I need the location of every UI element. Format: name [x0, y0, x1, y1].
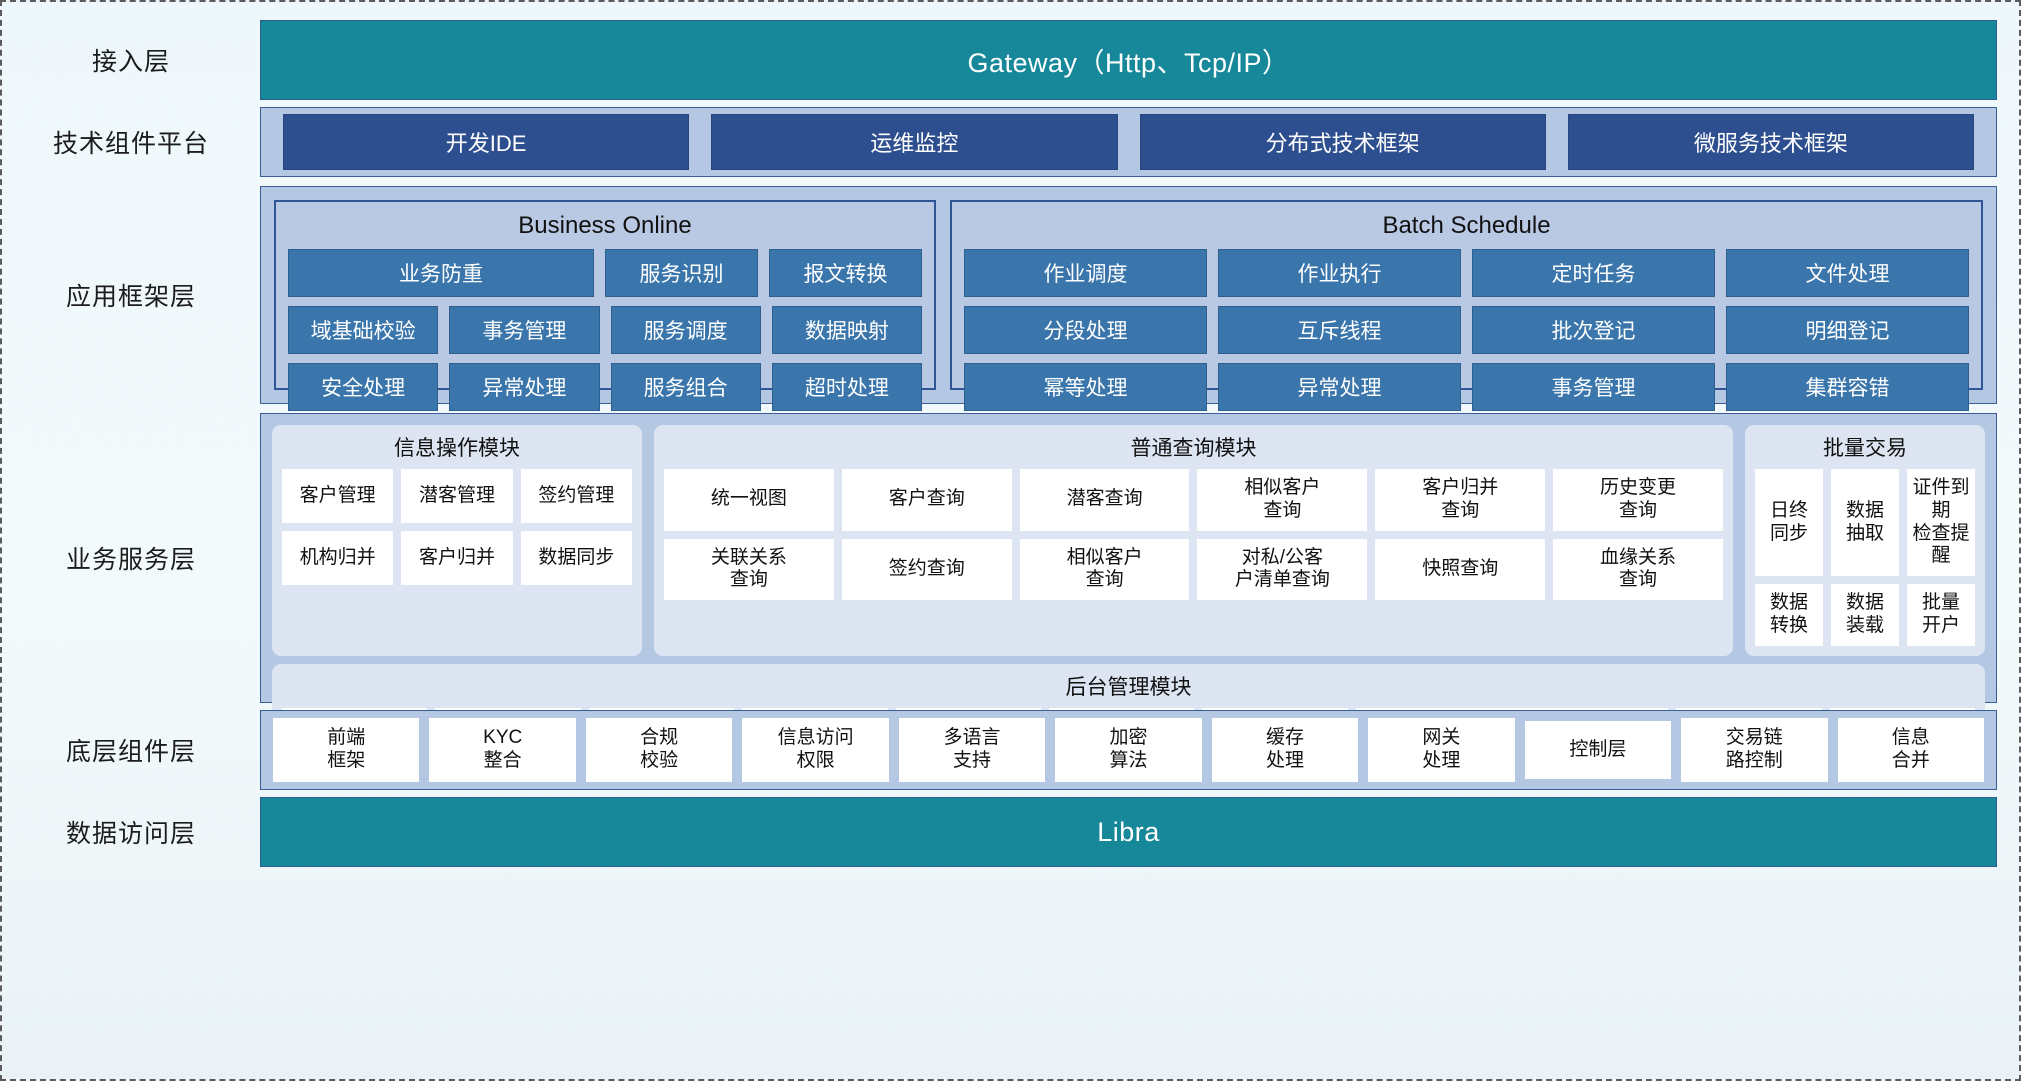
tech-chip-ops[interactable]: 运维监控	[711, 114, 1118, 170]
layer-label-data-access: 数据访问层	[65, 820, 196, 848]
group-title-business-online: Business Online	[518, 212, 692, 239]
group-common-query: 普通查询模块 统一视图 客户查询 潜客查询 相似客户查询 客户归并查询 历史变更…	[654, 425, 1733, 656]
svc-card-batch-account-open[interactable]: 批量开户	[1907, 584, 1975, 646]
svc-card-lineage-query[interactable]: 血缘关系查询	[1553, 538, 1723, 601]
fw-chip-job-execute[interactable]: 作业执行	[1218, 249, 1461, 297]
svc-card-unified-view[interactable]: 统一视图	[664, 469, 834, 531]
group-title-info-operation: 信息操作模块	[394, 437, 520, 460]
comp-card-cache-processing[interactable]: 缓存处理	[1211, 718, 1359, 782]
svc-card-data-load[interactable]: 数据装载	[1831, 584, 1899, 646]
layer-data-access: 数据访问层 Libra	[2, 797, 2019, 867]
fw-chip-detail-register[interactable]: 明细登记	[1726, 306, 1969, 354]
comp-card-compliance-check[interactable]: 合规校验	[585, 718, 733, 782]
fw-chip-cluster-tolerance[interactable]: 集群容错	[1726, 363, 1969, 411]
fw-chip-timed-task[interactable]: 定时任务	[1472, 249, 1715, 297]
layer-label-access: 接入层	[91, 48, 170, 76]
svc-card-customer-query[interactable]: 客户查询	[841, 469, 1012, 531]
fw-chip-exception[interactable]: 异常处理	[449, 363, 600, 411]
fw-chip-service-schedule[interactable]: 服务调度	[610, 306, 761, 354]
svc-card-data-sync[interactable]: 数据同步	[520, 531, 632, 585]
fw-chip-segment-process[interactable]: 分段处理	[964, 306, 1207, 354]
fw-chip-idempotent[interactable]: 幂等处理	[964, 363, 1207, 411]
svc-card-customer-merge[interactable]: 客户归并	[401, 531, 513, 585]
fw-chip-mutex-thread[interactable]: 互斥线程	[1218, 306, 1461, 354]
svc-card-private-public-list-query[interactable]: 对私/公客户清单查询	[1197, 538, 1368, 601]
tech-chip-microservice[interactable]: 微服务技术框架	[1567, 114, 1974, 170]
fw-chip-security[interactable]: 安全处理	[288, 363, 439, 411]
tech-chip-distributed[interactable]: 分布式技术框架	[1139, 114, 1546, 170]
layer-label-tech-platform: 技术组件平台	[52, 130, 209, 158]
group-title-batch-schedule: Batch Schedule	[1382, 212, 1551, 239]
svc-card-org-merge[interactable]: 机构归并	[282, 531, 394, 585]
svc-card-customer-merge-query[interactable]: 客户归并查询	[1375, 469, 1546, 531]
layer-tech-platform: 技术组件平台 开发IDE 运维监控 分布式技术框架 微服务技术框架	[2, 107, 2019, 177]
fw-chip-batch-exception[interactable]: 异常处理	[1218, 363, 1461, 411]
group-title-common-query: 普通查询模块	[1130, 437, 1257, 460]
svc-card-relation-query[interactable]: 关联关系查询	[664, 538, 834, 601]
layer-label-app-framework: 应用框架层	[65, 283, 196, 311]
comp-card-gateway-processing[interactable]: 网关处理	[1368, 718, 1515, 782]
fw-chip-service-identify[interactable]: 服务识别	[605, 249, 758, 297]
comp-card-info-merge[interactable]: 信息合并	[1837, 718, 1984, 782]
comp-card-frontend-framework[interactable]: 前端框架	[273, 718, 420, 782]
svc-card-customer-mgmt[interactable]: 客户管理	[282, 469, 394, 523]
layer-access: 接入层 Gateway（Http、Tcp/IP）	[2, 20, 2019, 100]
layer-label-base-component: 底层组件层	[65, 738, 196, 766]
fw-chip-timeout[interactable]: 超时处理	[771, 363, 922, 411]
layer-business-service: 业务服务层 信息操作模块 客户管理 潜客管理 签约管理	[2, 413, 2019, 780]
comp-card-info-access-permission[interactable]: 信息访问权限	[742, 718, 889, 782]
group-business-online: Business Online 业务防重 服务识别 报文转换 域基础校验 事务管…	[274, 200, 936, 411]
svc-card-prospect-query[interactable]: 潜客查询	[1019, 469, 1190, 531]
fw-chip-batch-register[interactable]: 批次登记	[1472, 306, 1715, 354]
comp-card-multilanguage-support[interactable]: 多语言支持	[898, 718, 1046, 782]
comp-card-control-layer[interactable]: 控制层	[1524, 721, 1672, 779]
fw-chip-transaction-mgmt[interactable]: 事务管理	[449, 306, 600, 354]
libra-bar[interactable]: Libra	[260, 797, 1997, 867]
fw-chip-domain-validate[interactable]: 域基础校验	[288, 306, 439, 354]
svc-card-prospect-mgmt[interactable]: 潜客管理	[401, 469, 513, 523]
layer-app-framework: 应用框架层 Business Online 业务防重 服务识别 报文转换 域基础…	[2, 186, 2019, 411]
svc-card-contract-mgmt[interactable]: 签约管理	[520, 469, 632, 523]
svc-card-similar-customer-query-2[interactable]: 相似客户查询	[1019, 538, 1190, 601]
group-title-admin-module: 后台管理模块	[1065, 675, 1192, 699]
tech-chip-ide[interactable]: 开发IDE	[283, 114, 690, 170]
svc-card-data-transform[interactable]: 数据转换	[1755, 584, 1823, 646]
fw-chip-service-compose[interactable]: 服务组合	[610, 363, 761, 411]
svc-card-similar-customer-query-1[interactable]: 相似客户查询	[1197, 469, 1368, 531]
svc-card-contract-query[interactable]: 签约查询	[841, 538, 1012, 601]
tech-platform-band: 开发IDE 运维监控 分布式技术框架 微服务技术框架	[260, 107, 1997, 177]
svc-card-data-extract[interactable]: 数据抽取	[1831, 469, 1899, 577]
svc-card-snapshot-query[interactable]: 快照查询	[1375, 538, 1546, 601]
app-framework-band: Business Online 业务防重 服务识别 报文转换 域基础校验 事务管…	[260, 186, 1997, 411]
group-info-operation: 信息操作模块 客户管理 潜客管理 签约管理 机构归并 客户归并 数据同步	[272, 425, 642, 656]
group-batch-transaction: 批量交易 日终同步 数据抽取 证件到期检查提醒 数据转换 数据装载 批量开户	[1745, 425, 1985, 656]
layer-label-business-service: 业务服务层	[65, 546, 196, 574]
group-title-batch-transaction: 批量交易	[1823, 437, 1907, 460]
gateway-bar[interactable]: Gateway（Http、Tcp/IP）	[260, 20, 1997, 100]
comp-card-encryption-algorithm[interactable]: 加密算法	[1055, 718, 1202, 782]
comp-card-transaction-chain-control[interactable]: 交易链路控制	[1681, 718, 1828, 782]
svc-card-history-change-query[interactable]: 历史变更查询	[1553, 469, 1723, 531]
fw-chip-batch-transaction[interactable]: 事务管理	[1472, 363, 1715, 411]
fw-chip-anti-duplicate[interactable]: 业务防重	[288, 249, 594, 297]
svc-card-cert-expiry-reminder[interactable]: 证件到期检查提醒	[1907, 469, 1975, 577]
fw-chip-file-process[interactable]: 文件处理	[1726, 249, 1969, 297]
group-batch-schedule: Batch Schedule 作业调度 作业执行 定时任务 文件处理 分段处理 …	[950, 200, 1983, 411]
fw-chip-message-convert[interactable]: 报文转换	[769, 249, 922, 297]
svc-card-eod-sync[interactable]: 日终同步	[1755, 469, 1823, 577]
fw-chip-data-mapping[interactable]: 数据映射	[771, 306, 922, 354]
fw-chip-job-schedule[interactable]: 作业调度	[964, 249, 1207, 297]
business-service-band: 信息操作模块 客户管理 潜客管理 签约管理 机构归并 客户归并 数据同步	[260, 413, 1997, 780]
